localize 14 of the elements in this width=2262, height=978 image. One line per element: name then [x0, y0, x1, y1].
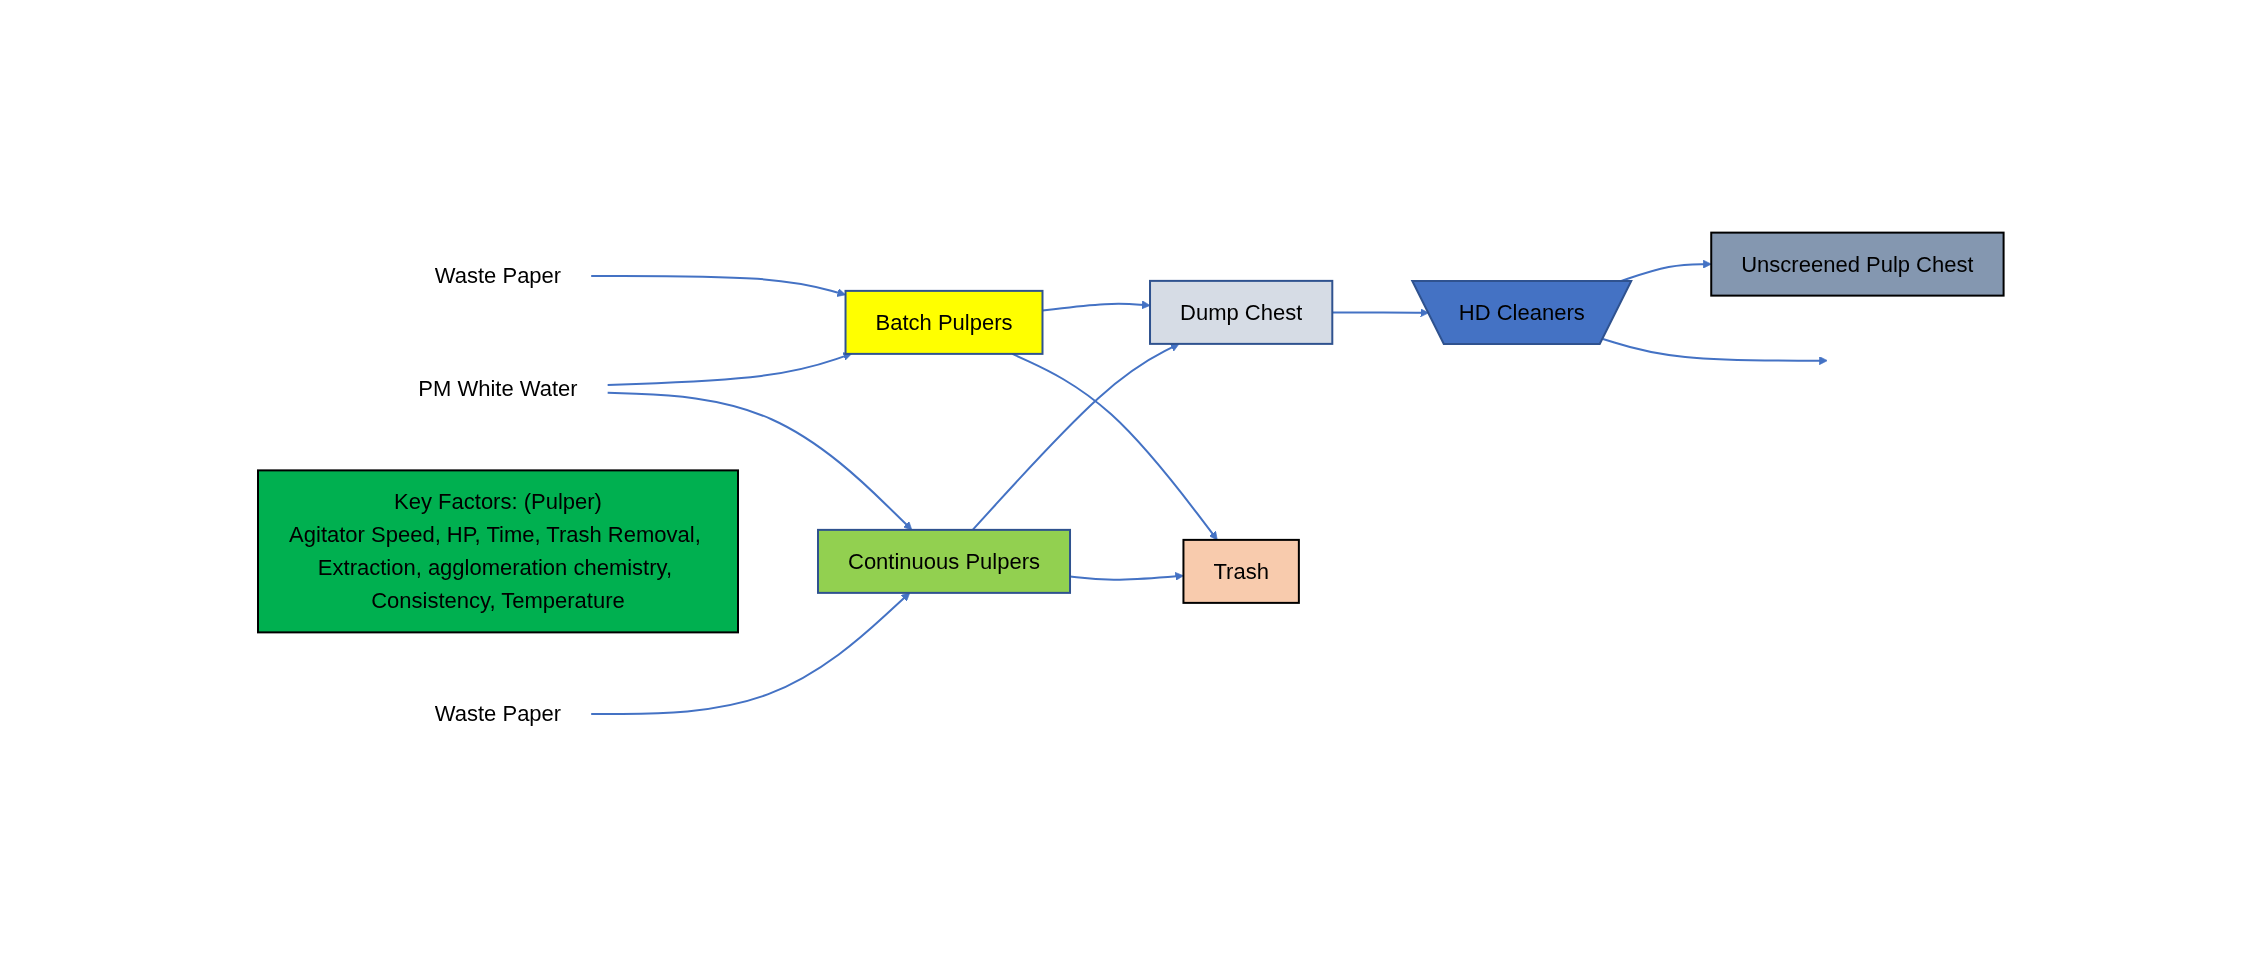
node-box: Trash: [1182, 538, 1301, 604]
node-text: Waste Paper: [435, 701, 562, 727]
node-box: Key Factors: (Pulper) Agitator Speed, HP, Time, Trash Removal, Extraction, agglomeration chemistry, Consistency, Temperature: [257, 469, 740, 634]
arrow: [606, 391, 913, 531]
arrow: [590, 592, 911, 715]
node-text: Waste Paper: [435, 263, 562, 289]
node-box: Continuous Pulpers: [817, 528, 1072, 594]
node-box: Dump Chest: [1149, 279, 1334, 345]
arrow: [971, 343, 1180, 531]
arrow: [1602, 337, 1828, 366]
node-box: Unscreened Pulp Chest: [1710, 231, 2005, 297]
node-text: PM White Water: [418, 376, 578, 402]
node-box: Batch Pulpers: [844, 289, 1044, 355]
arrow: [1011, 352, 1218, 541]
